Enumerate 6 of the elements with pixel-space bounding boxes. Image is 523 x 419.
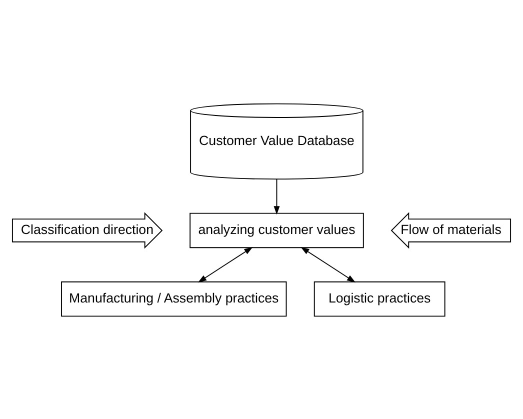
arrow [300, 246, 356, 282]
arrow [198, 246, 253, 282]
arrow [274, 178, 280, 214]
node-box: Logistic practices [314, 280, 446, 316]
node-box: Manufacturing / Assembly practices [61, 280, 287, 316]
node-box: analyzing customer values [190, 212, 364, 248]
